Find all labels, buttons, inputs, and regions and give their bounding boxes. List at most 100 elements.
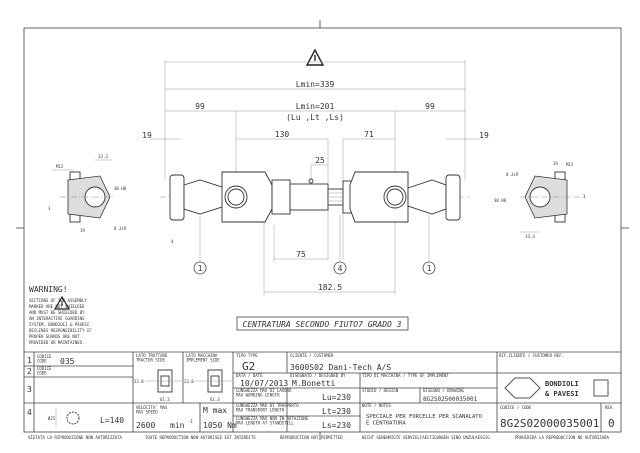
dim-99-right: 99 [425, 102, 435, 111]
dim-30h8-right: 30 H8 [494, 198, 507, 203]
dim-25: 25 [315, 156, 325, 165]
dim-19-right: 19 [479, 131, 489, 140]
svg-text:Lu=230: Lu=230 [322, 393, 351, 402]
svg-text:4: 4 [338, 264, 343, 273]
dim-8js9-left: 8 Js9 [114, 226, 127, 231]
dim-lmin-339: Lmin=339 [296, 80, 335, 89]
max-torque: M max 1050 Nm [203, 406, 237, 430]
dim-19-left: 19 [142, 131, 152, 140]
dim-33-3-right: 33.3 [525, 234, 535, 239]
dim-130: 130 [275, 130, 290, 139]
dim-30h8-left: 30 H8 [114, 186, 127, 191]
warning-triangle-icon [305, 48, 325, 66]
dim-3-right: 3 [583, 194, 586, 199]
dim-182-5: 182.5 [318, 283, 342, 292]
svg-text:AN INTERACTIVE GUARDING: AN INTERACTIVE GUARDING [29, 316, 85, 321]
dim-71: 71 [364, 130, 374, 139]
svg-text:DECLINES RESPONSIBILITY IF: DECLINES RESPONSIBILITY IF [29, 328, 92, 333]
svg-text:4: 4 [27, 408, 32, 417]
study-label: STUDIO / DESIGN [362, 388, 399, 393]
drawing-number-field: DISEGNO / DRAWING 8G2S02500035001 [423, 388, 478, 403]
svg-text:PROHIBIDA LA REPRODUCCION NO A: PROHIBIDA LA REPRODUCCION NO AUTORIZADA [515, 435, 610, 440]
svg-text:CLIENTE / CUSTOMER: CLIENTE / CUSTOMER [290, 353, 334, 358]
svg-text:61.3: 61.3 [210, 397, 220, 402]
svg-text:min: min [170, 421, 185, 430]
dim-m12-left: M12 [56, 164, 64, 169]
svg-text:23.8: 23.8 [184, 379, 194, 384]
svg-text:2: 2 [27, 367, 32, 376]
date-field: DATA / DATE 10/07/2013 [236, 373, 288, 388]
customer-ref-label: RIF.CLIENTE / CUSTOMER REF. [499, 353, 564, 358]
svg-text:3600S02 Dani-Tech A/S: 3600S02 Dani-Tech A/S [290, 363, 391, 372]
svg-text:1: 1 [427, 264, 432, 273]
svg-text:DATA / DATE: DATA / DATE [236, 373, 263, 378]
svg-text:10/07/2013: 10/07/2013 [240, 379, 288, 388]
svg-text:PROPER GUARDS ARE NOT: PROPER GUARDS ARE NOT [29, 334, 80, 339]
dimension-lines [150, 60, 480, 295]
customer-field: CLIENTE / CUSTOMER 3600S02 Dani-Tech A/S [290, 353, 391, 372]
dim-4: 4 [171, 239, 174, 244]
title-row-4: 4 Ø25 L=140 [27, 408, 124, 428]
svg-text:0: 0 [608, 417, 615, 430]
svg-text:1: 1 [27, 356, 32, 365]
balloon-1-left: 1 [193, 261, 207, 275]
left-yoke-section [52, 159, 115, 223]
implement-type-label: TIPO DI MACCHINA / TYPE OF IMPLEMENT [362, 373, 449, 378]
svg-text:23.8: 23.8 [134, 379, 144, 384]
svg-text:REPRODUCTION NOT PERMITTED: REPRODUCTION NOT PERMITTED [280, 435, 343, 440]
title-block-grid [24, 351, 621, 432]
dim-19-left-section: 19 [80, 228, 85, 233]
svg-text:Ls=230: Ls=230 [322, 421, 351, 430]
dim-19-right-section: 19 [553, 161, 558, 166]
dim-99-left: 99 [195, 102, 205, 111]
type-field: TIPO TYPE G2 [236, 353, 258, 373]
svg-text:Lt=230: Lt=230 [322, 407, 351, 416]
warning-text: SECTIONS OF THE ASSEMBLY MARKED ARE NOT … [29, 298, 92, 345]
svg-text:TIPO TYPE: TIPO TYPE [236, 353, 258, 358]
svg-text:& PAVESI: & PAVESI [545, 390, 579, 398]
svg-text:AND MUST BE SHIELDED BY: AND MUST BE SHIELDED BY [29, 310, 85, 315]
svg-text:PROVIDED OR MAINTAINED.: PROVIDED OR MAINTAINED. [29, 340, 84, 345]
revision-field: REV. 0 [605, 405, 615, 430]
svg-text:SYSTEM. BONDIOLI & PAVESI: SYSTEM. BONDIOLI & PAVESI [29, 322, 90, 327]
svg-text:8G2S02500035001: 8G2S02500035001 [423, 396, 478, 403]
svg-text:2600: 2600 [136, 421, 155, 430]
svg-text:NOTE / NOTES: NOTE / NOTES [362, 403, 391, 408]
dim-3-left: 3 [48, 206, 51, 211]
svg-text:1050 Nm: 1050 Nm [203, 421, 237, 430]
svg-text:M max: M max [203, 406, 227, 415]
drawing-frame [23, 27, 622, 433]
svg-text:8G2S02000035001: 8G2S02000035001 [500, 417, 599, 430]
svg-text:G2: G2 [242, 360, 255, 373]
dim-8js9-right: 8 Js9 [506, 172, 519, 177]
code-field: CODICE / CODE 8G2S02000035001 [500, 405, 599, 430]
svg-text:REV.: REV. [605, 405, 615, 410]
svg-text:SECTIONS OF THE ASSEMBLY: SECTIONS OF THE ASSEMBLY [29, 298, 87, 303]
svg-text:M.Bonetti: M.Bonetti [292, 379, 336, 388]
svg-text:NICHT GENEHMIGTE VERVIELFAELTI: NICHT GENEHMIGTE VERVIELFAELTIGUNGEN SIN… [362, 435, 490, 440]
svg-text:CODICE / CODE: CODICE / CODE [500, 405, 532, 410]
svg-text:TOUTE REPRODUCTION NON AUTORIS: TOUTE REPRODUCTION NON AUTORISEE EST INT… [145, 435, 256, 440]
svg-text:L=140: L=140 [100, 416, 124, 425]
dim-33-3-left: 33.3 [98, 154, 108, 159]
dim-lmin-201: Lmin=201 [296, 102, 335, 111]
right-yoke-section [520, 171, 580, 233]
warning-title: WARNING! [29, 285, 68, 294]
svg-text:61.3: 61.3 [160, 397, 170, 402]
